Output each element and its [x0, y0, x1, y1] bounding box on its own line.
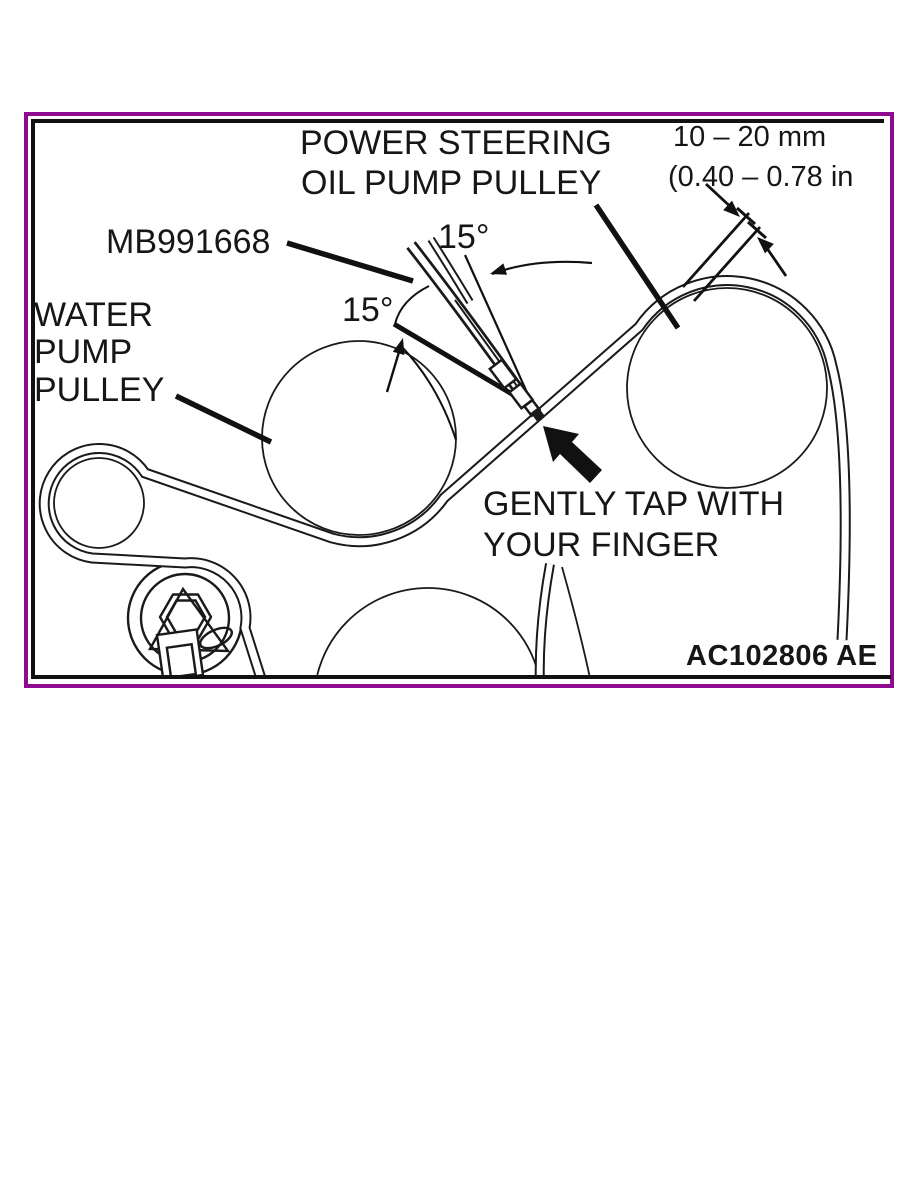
deflection-dimension	[681, 182, 788, 302]
label-tool-code: MB991668	[106, 223, 271, 261]
label-angle-upper: 15°	[438, 218, 490, 256]
label-instruction-line2: YOUR FINGER	[483, 526, 720, 564]
water-pump-leader-line	[174, 393, 273, 445]
water-pump-pulley-circle	[261, 340, 457, 536]
angle-lower-arrowhead	[392, 338, 405, 356]
deflection-arrow-upper	[723, 200, 740, 217]
label-water-pump-line1: WATER	[34, 296, 153, 334]
label-instruction-line1: GENTLY TAP WITH	[483, 485, 785, 523]
label-angle-lower: 15°	[342, 291, 394, 329]
deflection-arrow-lower	[757, 237, 774, 254]
label-deflection-mm: 10 – 20 mm	[673, 121, 827, 153]
label-power-steering-line1: POWER STEERING	[300, 124, 612, 162]
label-power-steering-line2: OIL PUMP PULLEY	[301, 164, 602, 202]
label-water-pump-line2: PUMP	[34, 333, 133, 371]
angle-annotations	[385, 254, 593, 441]
finger-tap-arrow	[543, 426, 602, 483]
tension-gauge-tool	[406, 236, 546, 423]
idler-pulley-circle	[53, 457, 145, 549]
figure-frame	[24, 112, 894, 688]
label-water-pump-line3: PULLEY	[34, 371, 165, 409]
label-deflection-in: (0.40 – 0.78 in	[668, 161, 854, 193]
belt-tensioner	[126, 559, 244, 677]
tool-leader-line	[286, 240, 414, 284]
angle-upper-arrowhead	[490, 263, 508, 275]
power-steering-leader-line	[593, 203, 681, 330]
power-steering-pulley-circle	[626, 287, 828, 489]
crankshaft-pulley-arc	[315, 566, 591, 677]
label-image-code: AC102806 AE	[686, 640, 878, 672]
